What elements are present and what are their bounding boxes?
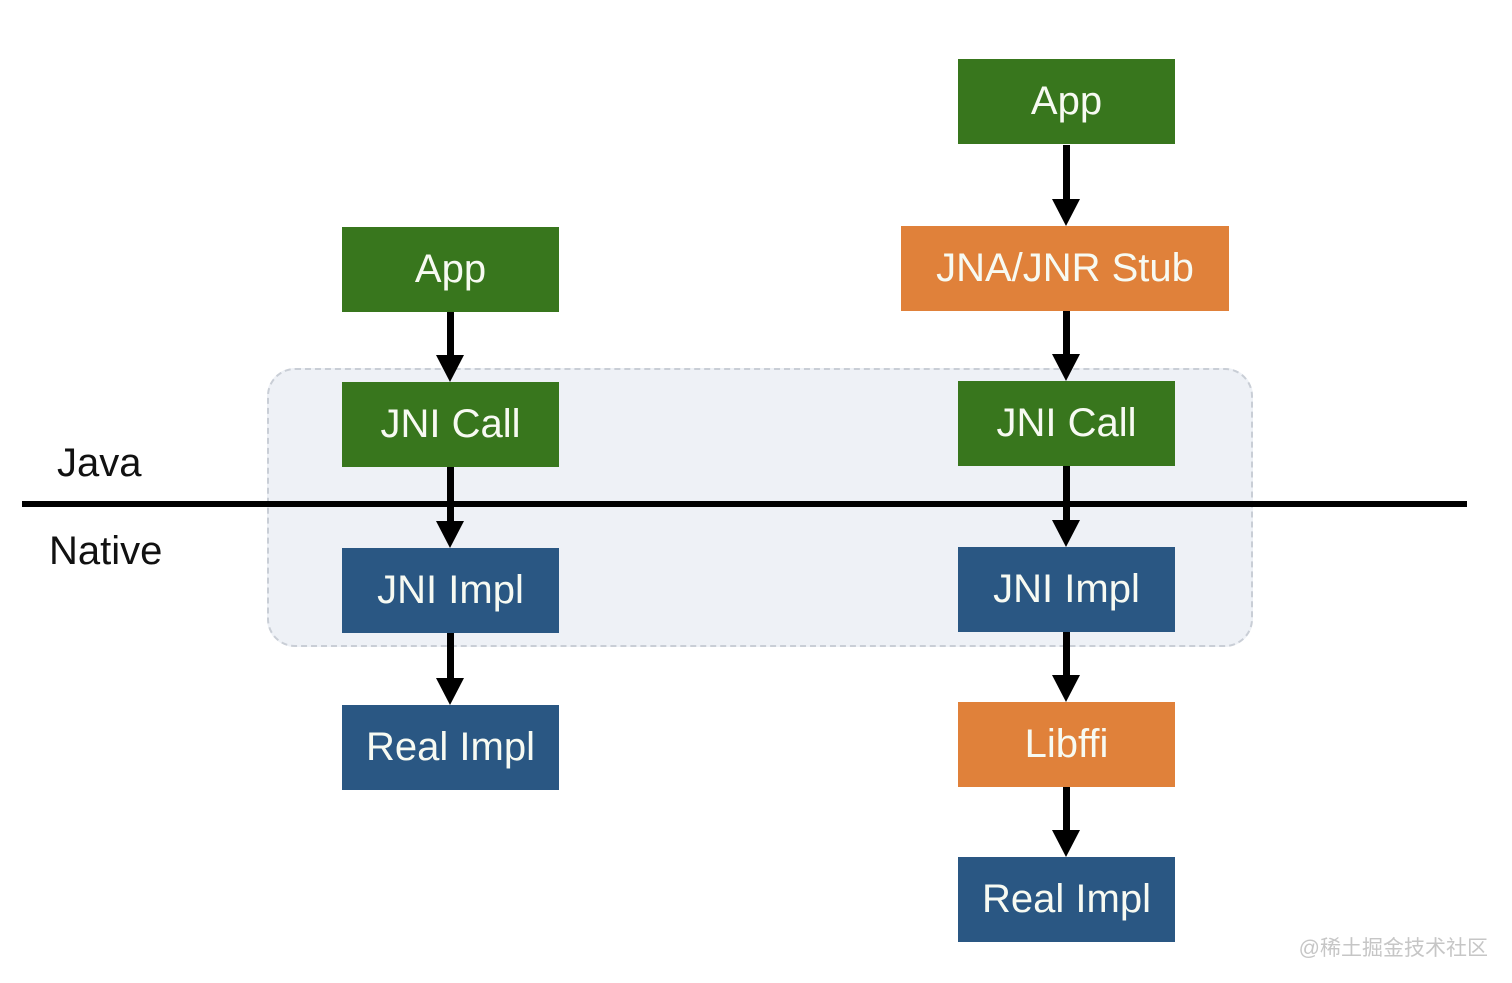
layer-label-native: Native	[49, 529, 163, 573]
arrow-shaft	[446, 467, 454, 521]
flow-arrow-icon	[436, 312, 464, 382]
arrow-head	[1052, 199, 1080, 226]
arrow-head	[436, 678, 464, 705]
arrow-head	[1052, 830, 1080, 857]
arrow-shaft	[1062, 466, 1070, 520]
arrow-shaft	[1062, 311, 1070, 354]
flow-node-app-right: App	[958, 59, 1175, 144]
arrow-head	[1052, 675, 1080, 702]
arrow-head	[1052, 520, 1080, 547]
flow-node-jna-jnr-stub: JNA/JNR Stub	[901, 226, 1229, 311]
arrow-shaft	[446, 312, 454, 355]
arrow-shaft	[1062, 632, 1070, 675]
arrow-head	[436, 521, 464, 548]
flow-node-app-left: App	[342, 227, 559, 312]
flow-node-jni-call-right: JNI Call	[958, 381, 1175, 466]
flow-arrow-icon	[436, 467, 464, 548]
arrow-shaft	[1062, 787, 1070, 830]
flow-node-real-impl-right: Real Impl	[958, 857, 1175, 942]
java-native-boundary-line	[22, 501, 1467, 507]
flow-arrow-icon	[436, 633, 464, 705]
arrow-shaft	[1062, 145, 1070, 199]
flow-node-jni-impl-right: JNI Impl	[958, 547, 1175, 632]
flow-arrow-icon	[1052, 632, 1080, 702]
arrow-head	[1052, 354, 1080, 381]
flow-node-real-impl-left: Real Impl	[342, 705, 559, 790]
flow-arrow-icon	[1052, 787, 1080, 857]
flow-arrow-icon	[1052, 145, 1080, 226]
flow-node-jni-call-left: JNI Call	[342, 382, 559, 467]
flow-arrow-icon	[1052, 311, 1080, 381]
arrow-head	[436, 355, 464, 382]
arrow-shaft	[446, 633, 454, 678]
flow-node-libffi: Libffi	[958, 702, 1175, 787]
layer-label-java: Java	[57, 441, 142, 485]
flow-node-jni-impl-left: JNI Impl	[342, 548, 559, 633]
watermark-text: @稀土掘金技术社区	[1298, 937, 1488, 960]
flow-arrow-icon	[1052, 466, 1080, 547]
